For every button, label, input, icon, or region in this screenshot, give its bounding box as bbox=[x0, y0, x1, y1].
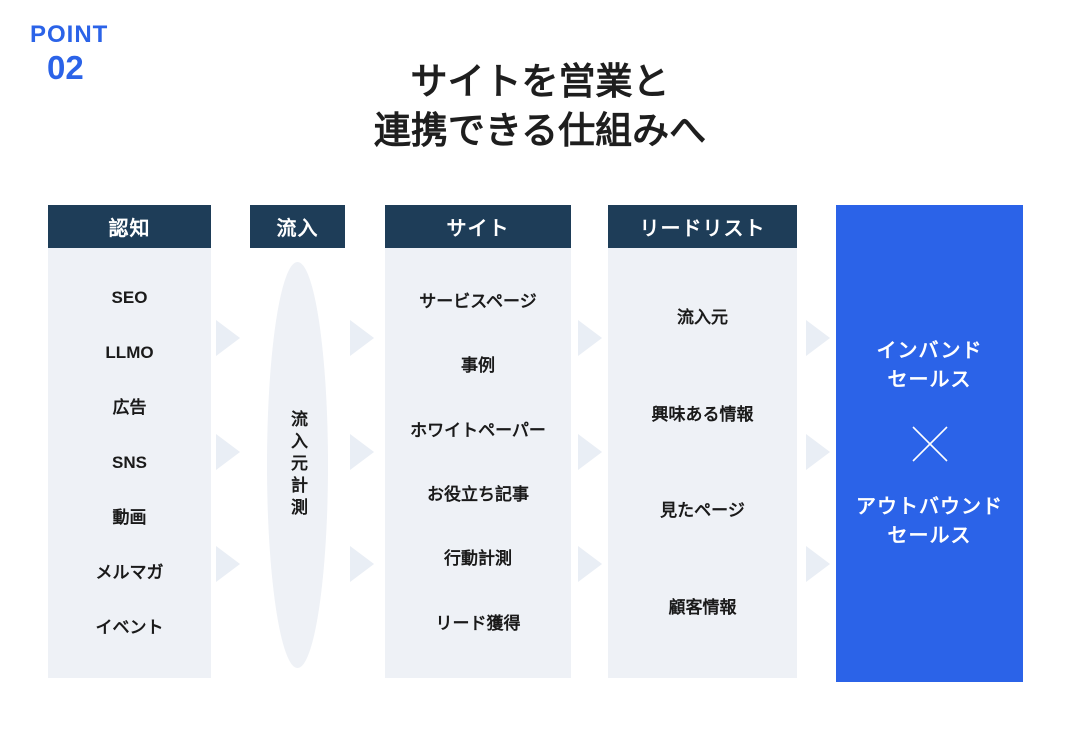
list-item: お役立ち記事 bbox=[427, 485, 529, 505]
column-leadlist: 流入元 興味ある情報 見たページ 顧客情報 bbox=[608, 248, 797, 678]
list-item: 広告 bbox=[112, 397, 147, 417]
arrow-right-icon bbox=[578, 320, 602, 356]
column-header-inflow: 流入 bbox=[250, 205, 345, 248]
list-item: ホワイトペーパー bbox=[410, 420, 546, 440]
list-item: メルマガ bbox=[95, 563, 164, 583]
list-item: 流入元 bbox=[677, 308, 728, 328]
list-item: 見たページ bbox=[660, 501, 745, 521]
page-title: サイトを営業と 連携できる仕組みへ bbox=[0, 58, 1080, 156]
outbound-sales-label: アウトバウンド セールス bbox=[856, 495, 1003, 547]
inbound-sales-label: インバンド セールス bbox=[876, 339, 983, 391]
page-title-line2: 連携できる仕組みへ bbox=[373, 109, 707, 151]
list-item: SNS bbox=[112, 452, 147, 472]
cross-icon bbox=[911, 425, 948, 462]
arrow-right-icon bbox=[578, 434, 602, 470]
arrow-right-icon bbox=[216, 546, 240, 582]
arrow-right-icon bbox=[806, 434, 830, 470]
arrow-right-icon bbox=[350, 434, 374, 470]
arrow-right-icon bbox=[216, 434, 240, 470]
list-item: 動画 bbox=[112, 508, 147, 528]
list-item: 顧客情報 bbox=[668, 597, 737, 617]
point-label: POINT bbox=[30, 21, 109, 48]
column-site: サービスページ 事例 ホワイトペーパー お役立ち記事 行動計測 リード獲得 bbox=[385, 248, 571, 678]
list-item: 興味ある情報 bbox=[651, 404, 754, 424]
page-title-line1: サイトを営業と bbox=[410, 61, 670, 102]
column-header-awareness: 認知 bbox=[48, 205, 211, 248]
arrow-right-icon bbox=[350, 546, 374, 582]
arrow-right-icon bbox=[350, 320, 374, 356]
arrow-right-icon bbox=[806, 320, 830, 356]
column-header-site: サイト bbox=[385, 205, 571, 248]
arrow-right-icon bbox=[806, 546, 830, 582]
list-item: LLMO bbox=[105, 342, 154, 362]
inflow-ellipse: 流入元計測 bbox=[267, 262, 328, 668]
list-item: サービスページ bbox=[419, 292, 537, 312]
sales-box: インバンド セールス アウトバウンド セールス bbox=[836, 205, 1023, 682]
list-item: SEO bbox=[111, 287, 148, 307]
point-badge: POINT 02 bbox=[30, 21, 109, 87]
list-item: イベント bbox=[95, 618, 164, 638]
list-item: 事例 bbox=[461, 356, 495, 376]
column-header-leadlist: リードリスト bbox=[608, 205, 797, 248]
inflow-ellipse-label: 流入元計測 bbox=[288, 410, 307, 520]
arrow-right-icon bbox=[578, 546, 602, 582]
column-awareness: SEO LLMO 広告 SNS 動画 メルマガ イベント bbox=[48, 248, 211, 678]
list-item: リード獲得 bbox=[435, 613, 521, 633]
point-number: 02 bbox=[47, 49, 84, 87]
list-item: 行動計測 bbox=[444, 549, 512, 569]
arrow-right-icon bbox=[216, 320, 240, 356]
